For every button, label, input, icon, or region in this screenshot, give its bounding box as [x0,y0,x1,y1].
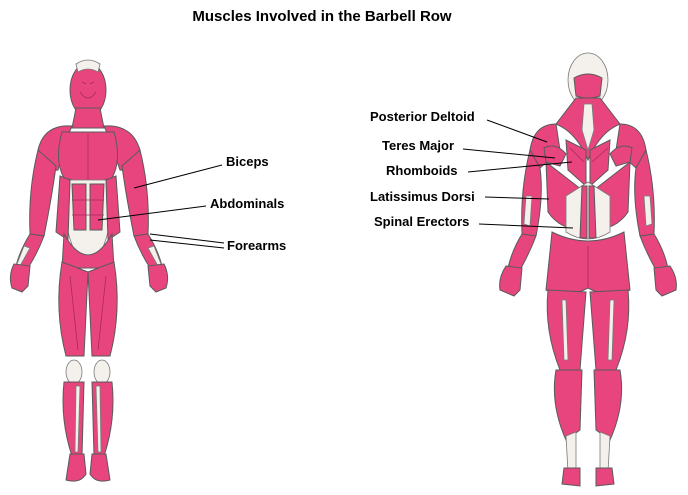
abdominals-pointer-line [97,205,207,221]
front-right-biceps [121,149,149,237]
front-right-shin [91,381,114,457]
forearms-pointer-line-1 [149,233,225,244]
front-body-figure [9,59,169,482]
label-rhomboids: Rhomboids [386,163,458,178]
back-spinal-erectors [579,185,597,239]
back-body-figure [499,52,677,487]
back-left-calf [553,369,583,441]
front-left-biceps [29,149,57,237]
teres-major-pointer-line [462,148,556,159]
label-forearms: Forearms [227,238,287,253]
front-left-hand [9,263,31,293]
biceps-pointer-line [133,164,223,189]
latissimus-dorsi-pointer-line [484,196,550,200]
label-posterior-deltoid: Posterior Deltoid [370,109,475,124]
back-left-teres-major [543,145,567,167]
back-lumbar-fascia [565,181,611,240]
front-left-shin [62,381,85,457]
label-spinal-erectors: Spinal Erectors [374,214,470,229]
label-latissimus-dorsi: Latissimus Dorsi [370,189,475,204]
label-biceps: Biceps [226,154,269,169]
back-right-teres-major [609,145,633,167]
front-left-foot [65,453,87,482]
spinal-erectors-pointer-line [478,223,574,229]
front-right-hand [147,263,169,293]
forearms-pointer-line-2 [149,239,225,249]
posterior-deltoid-pointer-line [486,119,548,143]
leader-lines [97,119,574,249]
front-right-foot [89,453,111,482]
rhomboids-pointer-line [467,161,573,173]
label-abdominals: Abdominals [210,196,285,211]
front-neck [71,107,105,129]
back-right-calf [593,369,623,441]
label-teres-major: Teres Major [382,138,455,153]
diagram-title: Muscles Involved in the Barbell Row [192,8,452,25]
